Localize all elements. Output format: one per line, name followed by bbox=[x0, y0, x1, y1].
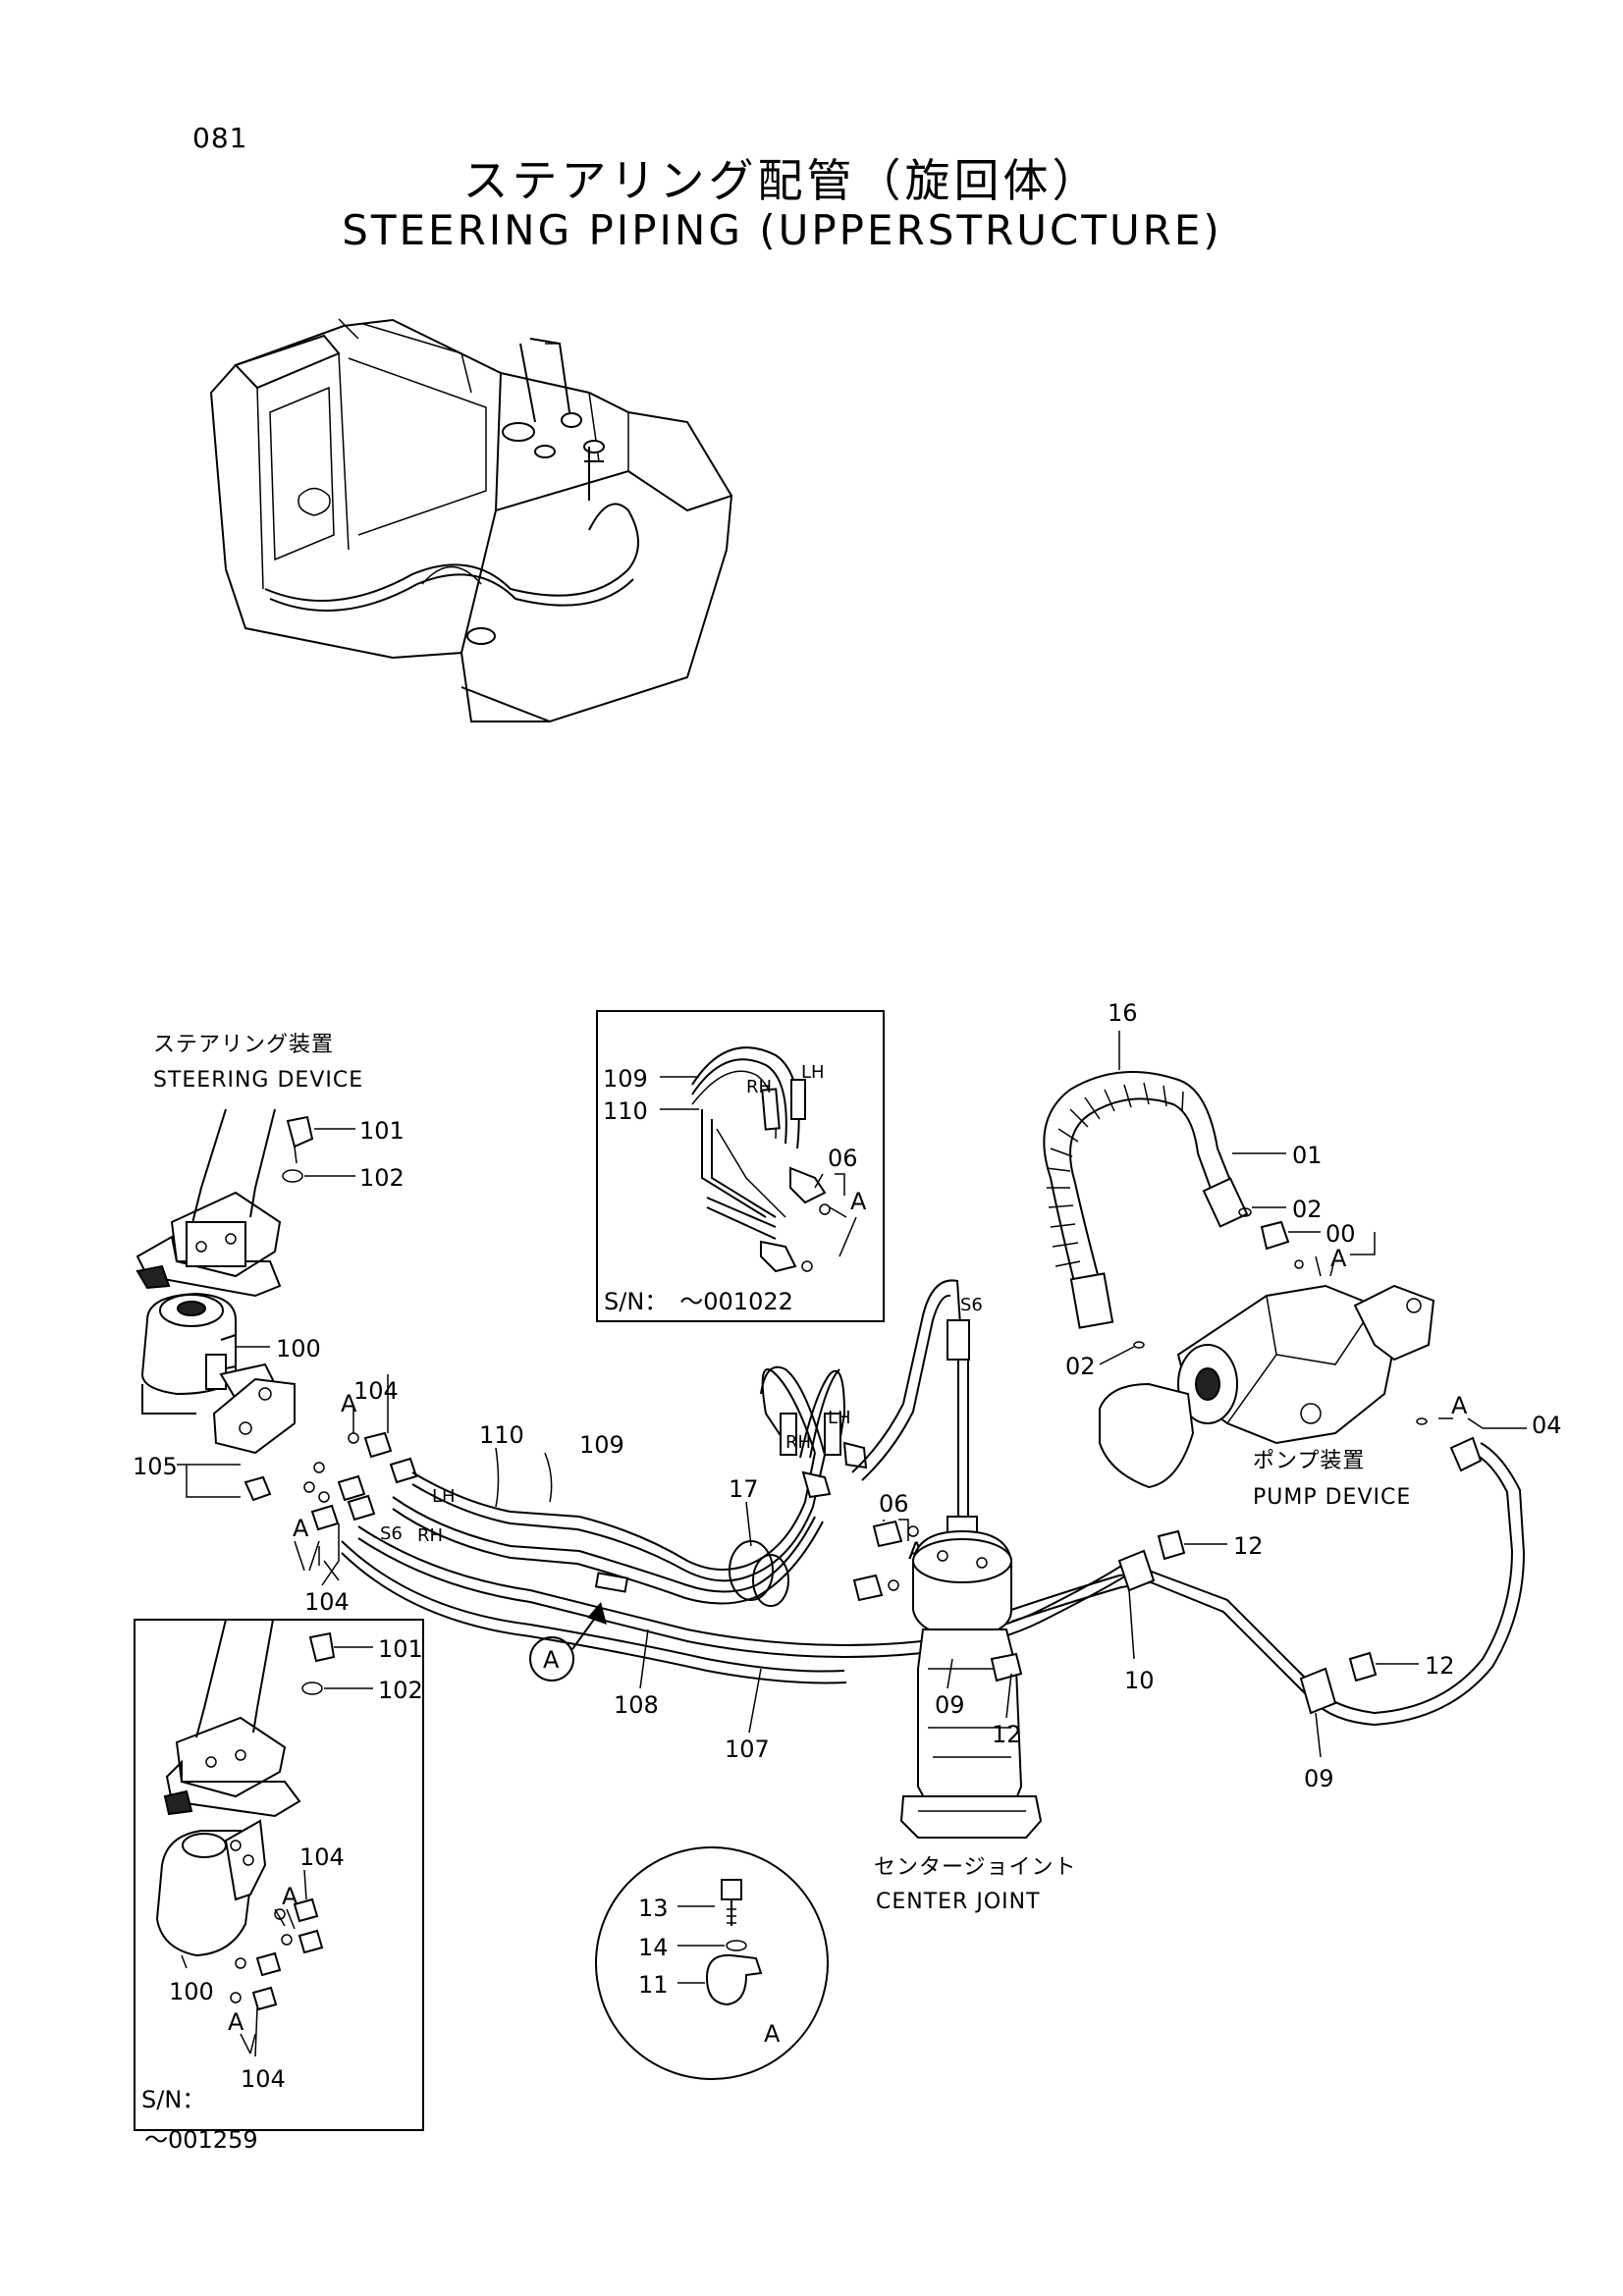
label-rh: RH bbox=[417, 1525, 443, 1546]
label-a-4: A bbox=[1330, 1245, 1347, 1272]
label-02-lower: 02 bbox=[1065, 1353, 1096, 1380]
page-number: 081 bbox=[192, 122, 248, 154]
label-12-top: 12 bbox=[1233, 1532, 1264, 1560]
label-102: 102 bbox=[359, 1164, 405, 1192]
label-12-right: 12 bbox=[1425, 1652, 1455, 1680]
label-09-center: 09 bbox=[935, 1691, 965, 1719]
label-100: 100 bbox=[276, 1335, 321, 1362]
label-04: 04 bbox=[1532, 1412, 1562, 1439]
excavator-overview-illustration bbox=[209, 318, 733, 723]
inset-label-rh: RH bbox=[746, 1077, 772, 1097]
label-109: 109 bbox=[579, 1431, 624, 1459]
label-104-bottom: 104 bbox=[304, 1588, 350, 1616]
caption-pump-device-jp: ポンプ装置 bbox=[1253, 1449, 1365, 1473]
detail-a-circle: 13 14 11 A bbox=[595, 1846, 829, 2080]
marker-a-letter: A bbox=[543, 1646, 560, 1674]
caption-center-joint-en: CENTER JOINT bbox=[876, 1890, 1041, 1914]
label-105: 105 bbox=[133, 1453, 178, 1480]
label-s6-right: S6 bbox=[960, 1295, 983, 1315]
pump-device: ポンプ装置 PUMP DEVICE A 02 A 04 bbox=[1065, 1232, 1562, 1510]
label-107: 107 bbox=[725, 1735, 770, 1763]
inset-bottom-serial-2: ～001259 bbox=[144, 2126, 258, 2154]
label-17: 17 bbox=[729, 1475, 759, 1503]
steering-fittings: 104 A A 104 bbox=[293, 1374, 418, 1616]
caption-steering-device-jp: ステアリング装置 bbox=[153, 1033, 334, 1057]
label-a-5: A bbox=[1451, 1392, 1468, 1419]
label-01: 01 bbox=[1292, 1142, 1323, 1169]
caption-steering-device-en: STEERING DEVICE bbox=[153, 1068, 363, 1093]
inset-label-a: A bbox=[850, 1188, 867, 1215]
inset-label-a-top: A bbox=[282, 1883, 298, 1910]
caption-center-joint-jp: センタージョイント bbox=[874, 1855, 1077, 1880]
steering-device: ステアリング装置 STEERING DEVICE 101 102 100 105 bbox=[133, 1033, 405, 1502]
label-110: 110 bbox=[479, 1421, 524, 1449]
label-a-1: A bbox=[341, 1390, 357, 1417]
label-104-top: 104 bbox=[353, 1377, 399, 1405]
inset-label-109: 109 bbox=[603, 1065, 648, 1093]
label-101: 101 bbox=[359, 1117, 405, 1145]
clamp-17: 17 bbox=[729, 1475, 789, 1607]
detail-label-a: A bbox=[764, 2020, 781, 2048]
detail-label-14: 14 bbox=[638, 1934, 669, 1961]
detail-label-13: 13 bbox=[638, 1895, 669, 1922]
label-s6-left: S6 bbox=[380, 1523, 403, 1544]
label-09-right: 09 bbox=[1304, 1765, 1334, 1792]
inset-label-102: 102 bbox=[378, 1677, 423, 1704]
inset-early-serial-box: 109 110 RH LH 06 A S/N： ～001022 bbox=[596, 1010, 885, 1322]
label-108: 108 bbox=[614, 1691, 659, 1719]
label-12-center: 12 bbox=[992, 1721, 1022, 1748]
inset-label-lh: LH bbox=[801, 1062, 825, 1083]
caption-pump-device-en: PUMP DEVICE bbox=[1253, 1485, 1411, 1510]
label-lh: LH bbox=[432, 1486, 456, 1507]
detail-label-11: 11 bbox=[638, 1971, 669, 1999]
title-japanese: ステアリング配管（旋回体） bbox=[462, 154, 1102, 207]
label-16: 16 bbox=[1108, 999, 1138, 1027]
inset-top-serial: S/N： ～001022 bbox=[604, 1288, 793, 1315]
title-english: STEERING PIPING (UPPERSTRUCTURE) bbox=[342, 206, 1222, 254]
inset-late-serial-box: 101 102 104 A 100 A 104 S/N： ～001259 bbox=[134, 1619, 424, 2154]
label-00: 00 bbox=[1325, 1220, 1356, 1248]
inset-bottom-serial-1: S/N： bbox=[141, 2086, 205, 2113]
center-joint: 12 09 センタージョイント CENTER JOINT bbox=[874, 1516, 1077, 1914]
inset-label-104-bottom: 104 bbox=[241, 2065, 286, 2093]
inset-label-06: 06 bbox=[828, 1145, 858, 1172]
inset-label-110: 110 bbox=[603, 1097, 648, 1125]
section-marker-a[interactable]: A bbox=[529, 1602, 607, 1682]
label-10: 10 bbox=[1124, 1667, 1155, 1694]
label-06: 06 bbox=[879, 1490, 909, 1518]
hose-16: 16 01 02 00 bbox=[1043, 999, 1356, 1329]
pump-line: 10 09 12 12 bbox=[1010, 1436, 1526, 1792]
label-02-upper: 02 bbox=[1292, 1196, 1323, 1223]
label-rh-2: RH bbox=[785, 1432, 811, 1453]
center-hoses: RH LH S6 bbox=[760, 1279, 983, 1517]
inset-label-101: 101 bbox=[378, 1635, 423, 1663]
inset-label-104-top: 104 bbox=[299, 1843, 345, 1871]
label-lh-2: LH bbox=[828, 1408, 851, 1428]
label-a-2: A bbox=[293, 1515, 309, 1542]
inset-label-100: 100 bbox=[169, 1978, 214, 2005]
inset-label-a-bottom: A bbox=[228, 2008, 244, 2036]
